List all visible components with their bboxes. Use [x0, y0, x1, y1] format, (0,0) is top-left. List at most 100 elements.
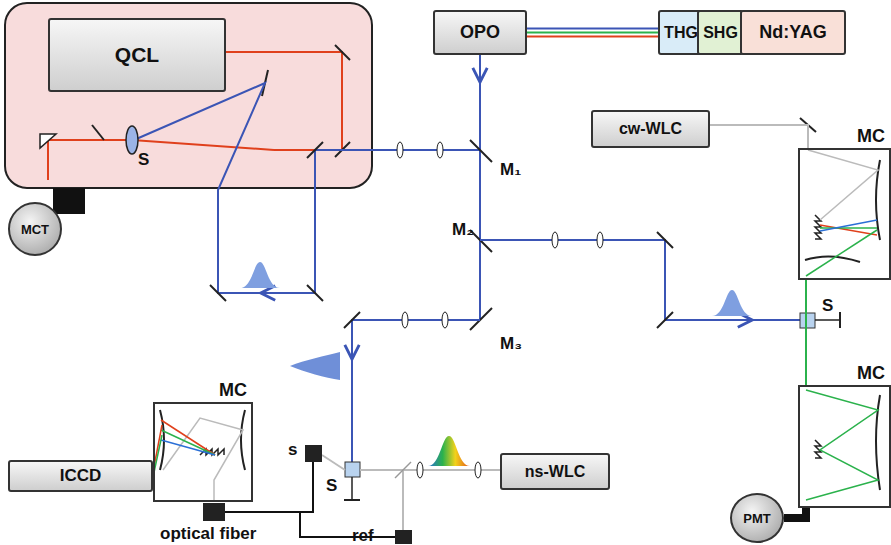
lens	[417, 462, 423, 478]
spectrometer-beam	[806, 390, 878, 500]
dispersed-ray	[161, 430, 215, 455]
beam-arrow	[700, 319, 745, 321]
node-label: Nd:YAG	[759, 22, 826, 43]
component-label: M₂	[452, 220, 474, 240]
node-label: MC	[857, 363, 885, 384]
lens	[437, 142, 443, 158]
lens	[442, 312, 448, 328]
node-label: MCT	[21, 222, 49, 237]
beam-connector	[527, 29, 658, 37]
camera-box: ICCD	[8, 460, 153, 492]
node-label: QCL	[115, 43, 159, 67]
beam-stop	[839, 312, 841, 328]
dispersed-ray	[820, 220, 877, 231]
beam-arrow	[351, 330, 353, 352]
qcl-beam	[48, 140, 274, 180]
fiber-connector	[203, 503, 225, 521]
dispersed-ray	[161, 440, 215, 455]
fiber-label: optical fiber	[160, 524, 256, 544]
probe-beam	[322, 455, 345, 470]
laser-box: Nd:YAG	[740, 10, 846, 55]
component-label: S	[822, 296, 833, 316]
mirror	[657, 232, 673, 248]
node-label: MC	[857, 126, 885, 147]
detector-mount	[53, 188, 85, 214]
laser-box: QCL	[48, 18, 226, 92]
node-label: cw-WLC	[619, 120, 682, 138]
beam-connector	[806, 280, 807, 385]
monochromator-box: MC	[798, 385, 891, 508]
lens	[475, 462, 481, 478]
qcl-housing	[5, 3, 372, 188]
beam-line	[527, 32, 658, 34]
lens	[597, 232, 603, 248]
node-label: MC	[219, 380, 247, 401]
beam-line	[784, 508, 806, 518]
component-label: M₁	[500, 160, 521, 180]
mirror	[210, 285, 226, 301]
beam-line	[527, 28, 658, 30]
component-label: s	[288, 440, 297, 460]
node-label: THG	[664, 24, 698, 42]
node-label: SHG	[703, 24, 738, 42]
sample	[126, 126, 138, 154]
pulse-shape	[290, 352, 340, 380]
beam-connector	[710, 125, 808, 148]
node-label: ns-WLC	[525, 463, 585, 481]
lens	[552, 232, 558, 248]
pulse-shape	[712, 290, 752, 316]
pulse-shape	[240, 262, 280, 288]
fiber-input	[395, 530, 412, 544]
pulse-shape	[428, 436, 470, 466]
node-label: PMT	[743, 511, 770, 526]
lamp-box: cw-WLC	[591, 110, 710, 148]
beam-line	[805, 280, 807, 385]
beam-stop	[351, 477, 353, 500]
beam-splitter	[395, 462, 411, 478]
harmonic-box: SHG	[697, 10, 744, 55]
parabolic-mirror	[40, 134, 56, 148]
component-label: M₃	[500, 334, 522, 354]
dispersed-ray	[820, 227, 877, 229]
component-label: S	[326, 476, 337, 496]
sample-cell	[345, 462, 360, 477]
qcl-beam	[226, 52, 342, 150]
dispersed-ray	[161, 420, 215, 455]
mirror-m1	[470, 140, 492, 162]
lens	[397, 142, 403, 158]
optical-fiber	[225, 462, 313, 512]
beam-stop	[815, 319, 840, 321]
beam-connector	[784, 508, 806, 518]
probe-beam	[402, 470, 404, 535]
beam-line	[527, 36, 658, 38]
mirror	[657, 312, 673, 328]
beam-arrow	[268, 292, 315, 294]
mirror	[307, 285, 323, 301]
mirror	[92, 125, 104, 140]
monochromator-box: MC	[153, 402, 253, 502]
optical-fiber	[300, 512, 395, 537]
pump-beam	[134, 83, 480, 293]
monochromator-box: MC	[798, 148, 891, 280]
spectrometer-beam	[808, 150, 878, 220]
beam-stop	[344, 499, 360, 501]
mirror	[344, 312, 360, 328]
grating	[815, 440, 821, 458]
sample-cell	[800, 313, 815, 328]
node-label: OPO	[460, 22, 500, 43]
fiber-input	[305, 445, 322, 462]
detector-circle: PMT	[730, 493, 784, 543]
dispersed-ray	[806, 230, 877, 276]
grating	[815, 215, 821, 239]
beam-line	[710, 125, 808, 148]
pump-beam	[479, 55, 481, 320]
mirror	[307, 142, 323, 158]
spectrometer-mirror	[241, 410, 245, 470]
pump-beam	[352, 320, 480, 462]
beam-arrow	[479, 58, 481, 75]
mirror	[335, 45, 350, 60]
component-label: ref	[352, 526, 374, 545]
lamp-box: ns-WLC	[500, 453, 610, 490]
pump-beam	[480, 240, 800, 320]
